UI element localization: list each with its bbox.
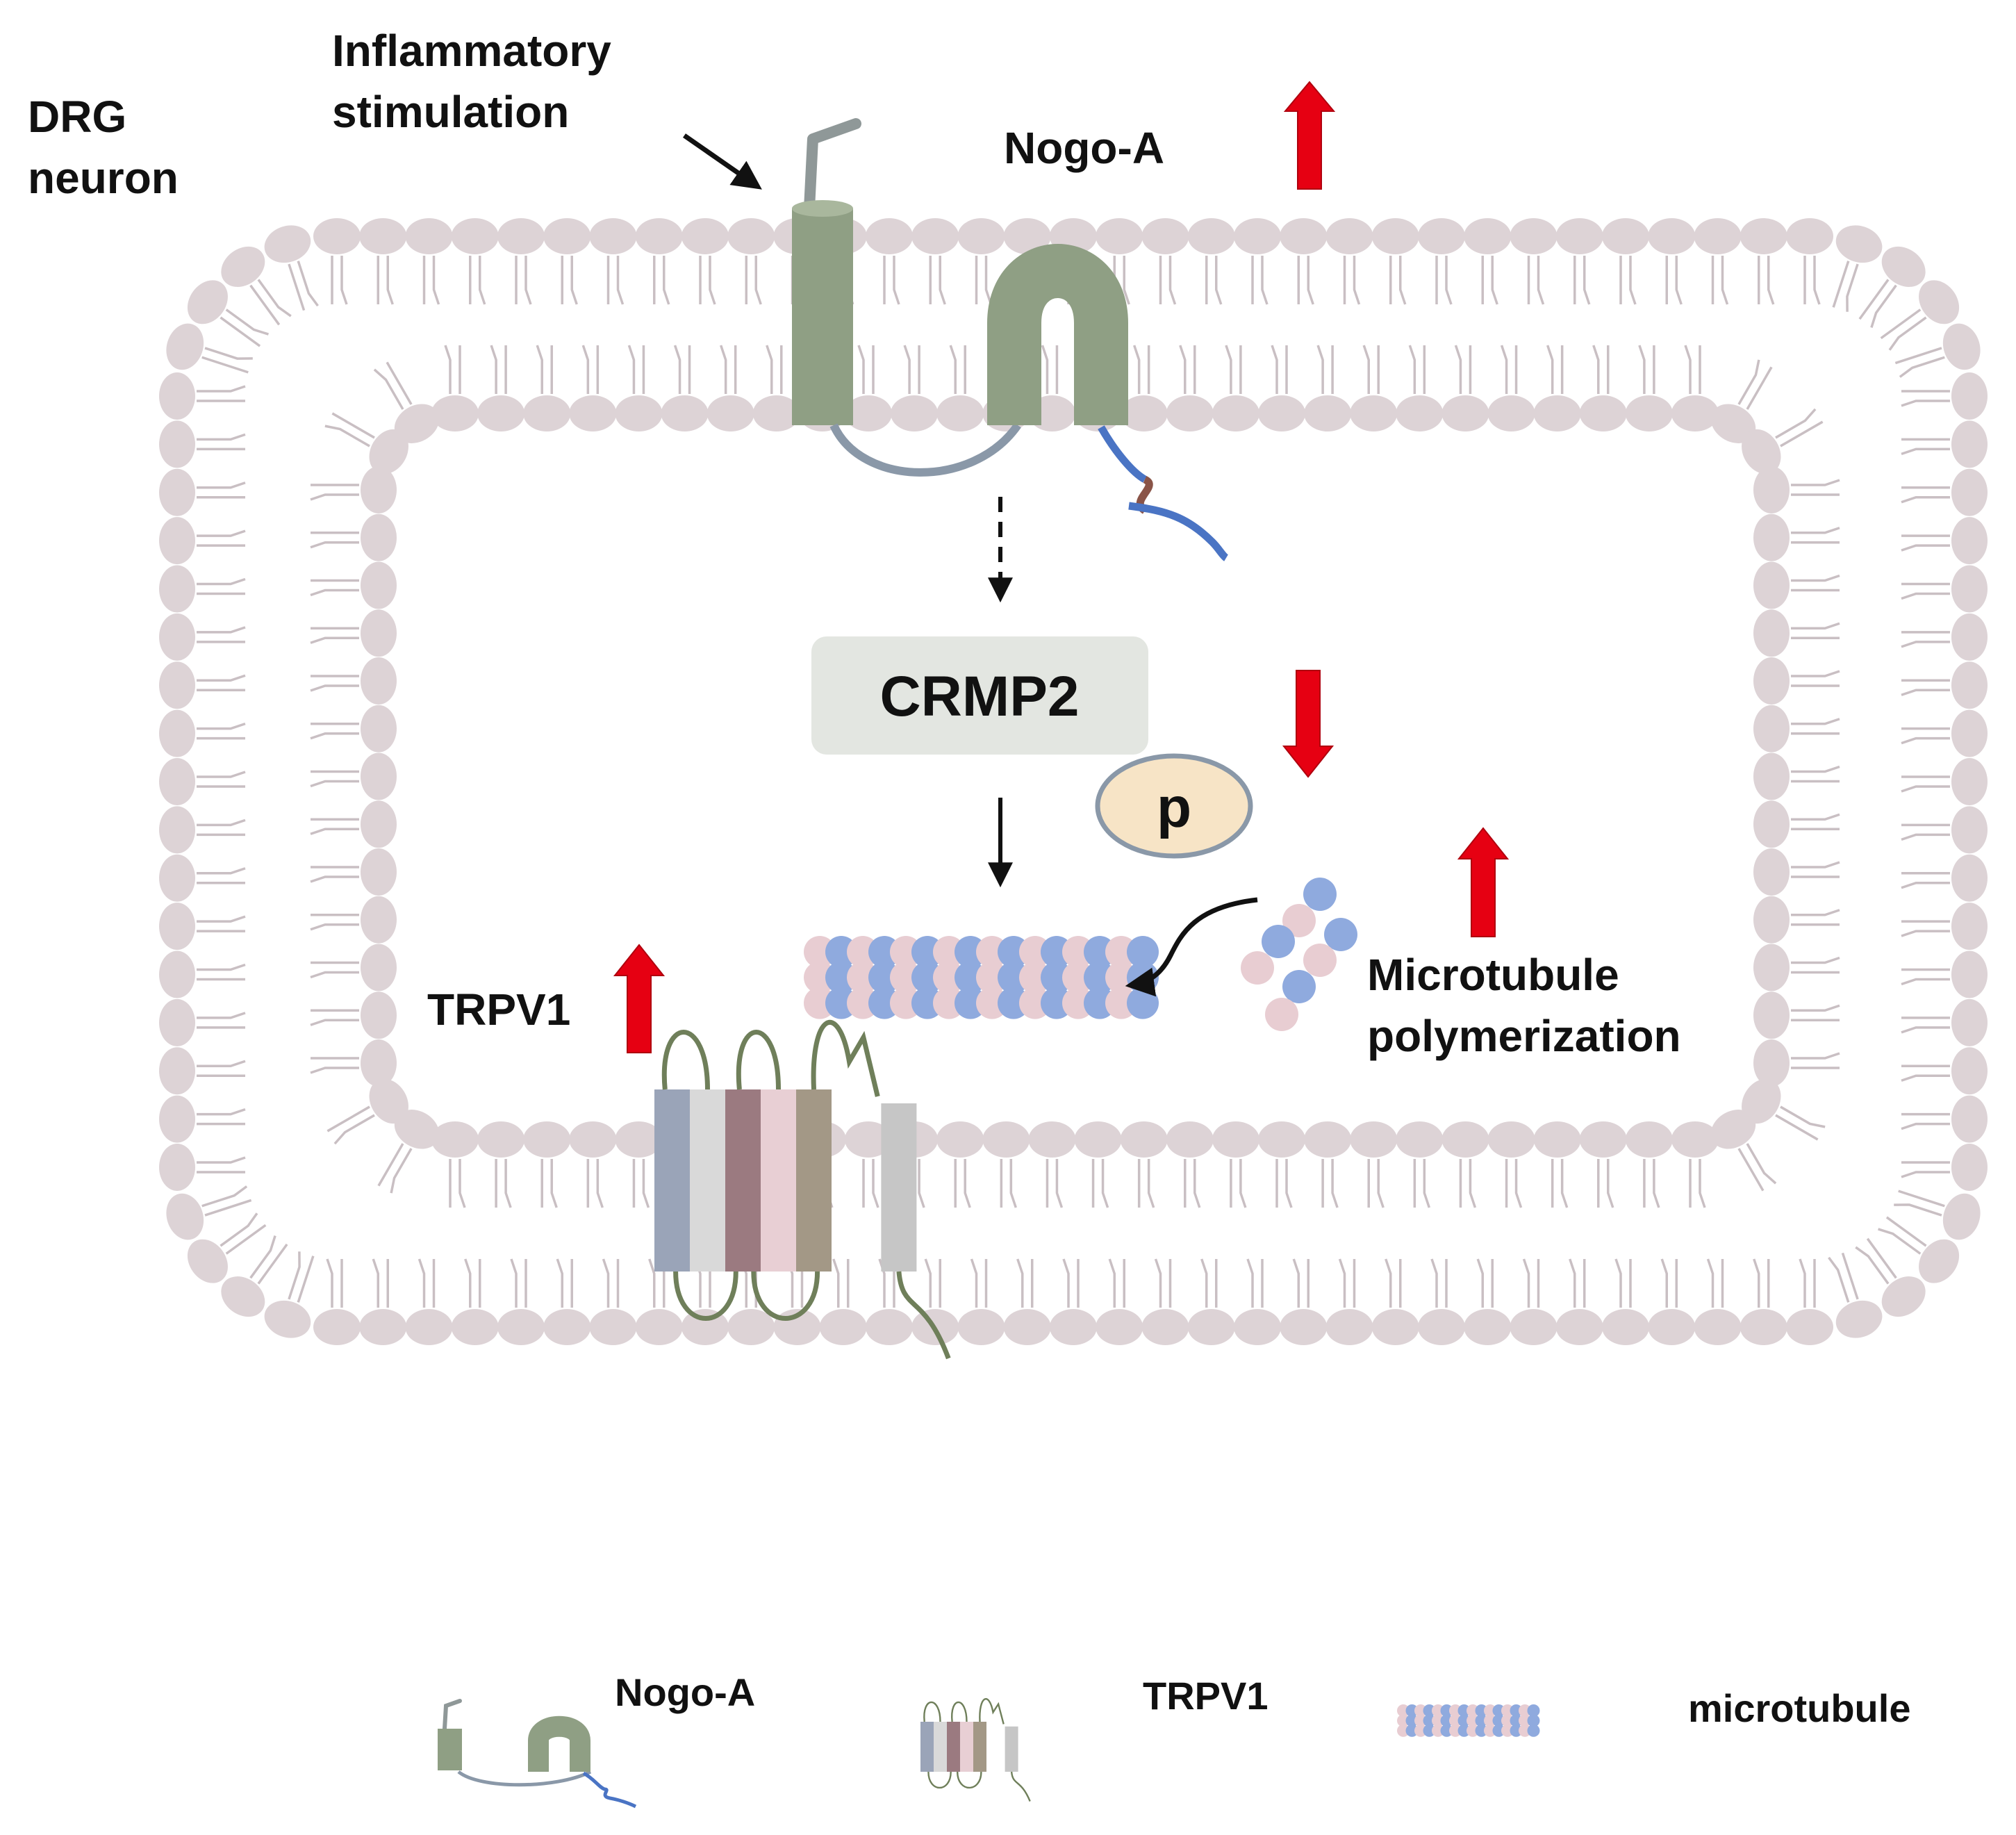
- polymerization-arrow: [1125, 897, 1258, 997]
- legend-microtubule-icon: [1397, 1704, 1540, 1737]
- nogo-a-up-arrow: [1283, 81, 1336, 190]
- stimulus-label-line1: Inflammatory: [332, 26, 611, 76]
- mt-poly-label-line2: polymerization: [1367, 1011, 1681, 1061]
- nogo-a-c-tail: [1098, 425, 1147, 483]
- nogo-a-cytoplasmic-loop: [829, 422, 1021, 477]
- legend-nogo-a-label: Nogo-A: [615, 1670, 755, 1714]
- free-tubulin-dimers: [1241, 878, 1357, 1031]
- nogo-a-protein: [792, 118, 1229, 561]
- cell-type-label-line2: neuron: [28, 153, 179, 203]
- legend-trpv1-icon: [920, 1698, 1031, 1802]
- phospho-down-arrow: [1282, 670, 1335, 778]
- stimulus-arrow: [683, 133, 762, 190]
- trpv1-channel: [654, 1019, 951, 1360]
- nogo-a-helix-1: [792, 208, 853, 425]
- nogo-a-label: Nogo-A: [1004, 123, 1164, 173]
- legend-microtubule-label: microtubule: [1688, 1686, 1910, 1730]
- legend: Nogo-A TRPV1 microtubule: [438, 1670, 1910, 1809]
- phospho-group: [1095, 753, 1253, 859]
- mt-poly-label-line1: Microtubule: [1367, 950, 1619, 1000]
- crmp2-label: CRMP2: [879, 665, 1079, 728]
- microtubule-polymer: [804, 936, 1159, 1019]
- trpv1-up-arrow: [613, 944, 666, 1053]
- cell-membrane: [159, 218, 1988, 1345]
- nogo-a-hairpin: [987, 244, 1128, 425]
- legend-trpv1-label: TRPV1: [1143, 1674, 1269, 1718]
- stimulus-label-line2: stimulation: [332, 87, 569, 137]
- phospho-label: p: [1157, 776, 1191, 839]
- legend-nogo-a-icon: [438, 1699, 637, 1809]
- trpv1-label: TRPV1: [427, 985, 570, 1035]
- crmp2-box: [811, 636, 1148, 755]
- microtubule-up-arrow: [1457, 827, 1510, 937]
- cell-type-label-line1: DRG: [28, 92, 126, 142]
